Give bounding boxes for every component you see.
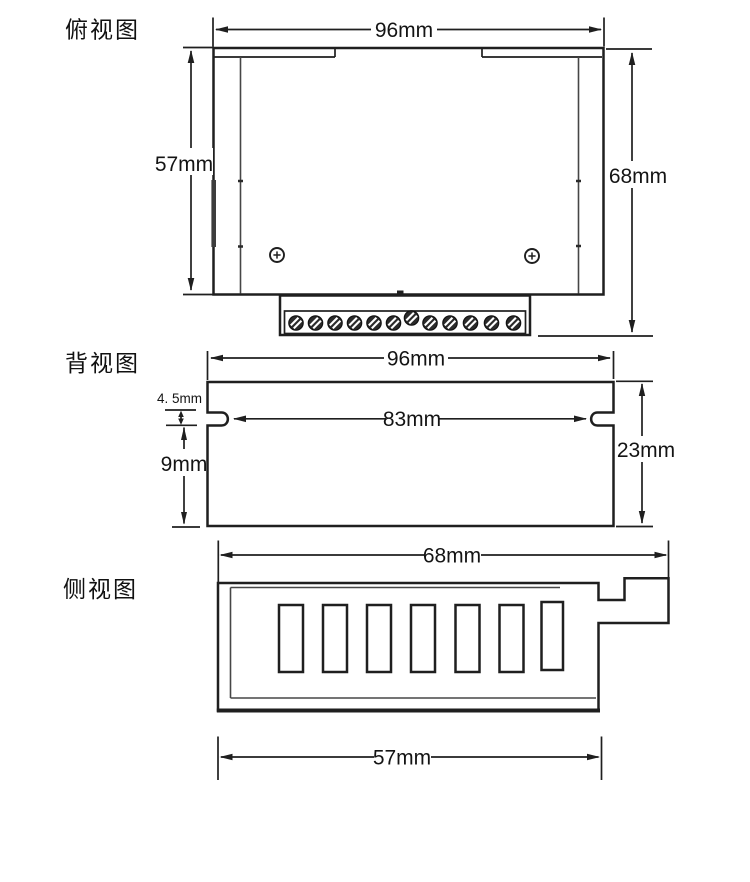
top-view-body-outline xyxy=(212,46,605,296)
side-view-label: 侧视图 xyxy=(63,576,138,602)
arrow-left-icon xyxy=(233,415,246,423)
extension-ticks xyxy=(183,46,214,296)
arrow-left-icon xyxy=(215,26,228,33)
dim-back-height: 23mm xyxy=(616,380,675,528)
top-view-inner-wall-lines xyxy=(239,57,580,294)
dim-slot-height-text: 4. 5mm xyxy=(157,391,202,406)
dim-back-width-text: 96mm xyxy=(387,348,445,371)
side-view-body xyxy=(216,577,670,713)
arrow-left-icon xyxy=(210,354,223,362)
top-view-body xyxy=(211,46,605,297)
dim-side-base-text: 57mm xyxy=(373,747,431,770)
extension-ticks xyxy=(165,409,197,427)
terminal-block xyxy=(278,294,532,337)
dim-top-overall-height: 68mm xyxy=(538,48,667,337)
extension-lines xyxy=(206,351,615,380)
side-view-inner-wall-lines xyxy=(229,586,596,699)
top-view-wall-tick-marks xyxy=(238,179,581,248)
top-view: 俯视图 xyxy=(65,17,667,337)
arrow-down-icon xyxy=(638,511,646,524)
dim-slot-offset-text: 9mm xyxy=(161,453,208,476)
arrow-right-icon xyxy=(589,26,602,33)
arrow-up-icon xyxy=(628,52,636,65)
extension-ticks xyxy=(538,48,653,337)
dim-side-width: 68mm xyxy=(217,540,670,582)
extension-lines xyxy=(212,17,605,47)
dim-slot-offset: 9mm xyxy=(161,427,208,528)
arrow-right-icon xyxy=(654,551,668,559)
dim-side-width-text: 68mm xyxy=(423,545,481,568)
dim-back-width: 96mm xyxy=(206,347,615,380)
arrow-right-icon xyxy=(598,354,611,362)
dim-top-width: 96mm xyxy=(212,17,605,47)
dim-side-base-width: 57mm xyxy=(217,736,603,780)
vent-slot-7 xyxy=(540,600,565,672)
dim-top-depth: 57mm xyxy=(155,46,214,296)
arrow-left-icon xyxy=(219,551,233,559)
arrow-down-icon xyxy=(178,418,184,425)
arrow-up-icon xyxy=(181,427,187,440)
vent-slots xyxy=(277,600,565,674)
arrow-up-icon xyxy=(178,410,184,417)
arrow-down-icon xyxy=(181,512,187,525)
dim-slot-height: 4. 5mm xyxy=(157,391,202,427)
dim-top-width-text: 96mm xyxy=(375,19,433,42)
dim-slot-span-text: 83mm xyxy=(383,408,441,431)
dim-top-overall-text: 68mm xyxy=(609,165,667,188)
arrow-down-icon xyxy=(187,278,195,291)
arrow-down-icon xyxy=(628,320,636,333)
extension-lines xyxy=(217,540,670,582)
back-view: 背视图 96mm 4. 5mm 9mm xyxy=(65,347,675,528)
dim-back-height-text: 23mm xyxy=(617,439,675,462)
back-view-body-outline xyxy=(206,380,615,528)
top-view-label: 俯视图 xyxy=(65,17,140,43)
arrow-up-icon xyxy=(187,50,195,63)
extension-ticks xyxy=(616,380,653,528)
dim-top-depth-text: 57mm xyxy=(155,153,213,176)
arrow-up-icon xyxy=(638,383,646,396)
arrow-right-icon xyxy=(574,415,587,423)
extension-lines xyxy=(217,736,603,780)
dim-slot-span: 83mm xyxy=(233,407,587,431)
back-view-label: 背视图 xyxy=(65,350,140,376)
bottom-edge-notch xyxy=(397,290,404,297)
side-view: 侧视图 68mm xyxy=(63,540,670,780)
top-view-left-edge-bar xyxy=(211,180,216,247)
terminal-strip-outline xyxy=(283,310,527,335)
arrow-right-icon xyxy=(587,753,600,761)
arrow-left-icon xyxy=(219,753,233,761)
top-view-lid-step-lines xyxy=(214,48,602,58)
